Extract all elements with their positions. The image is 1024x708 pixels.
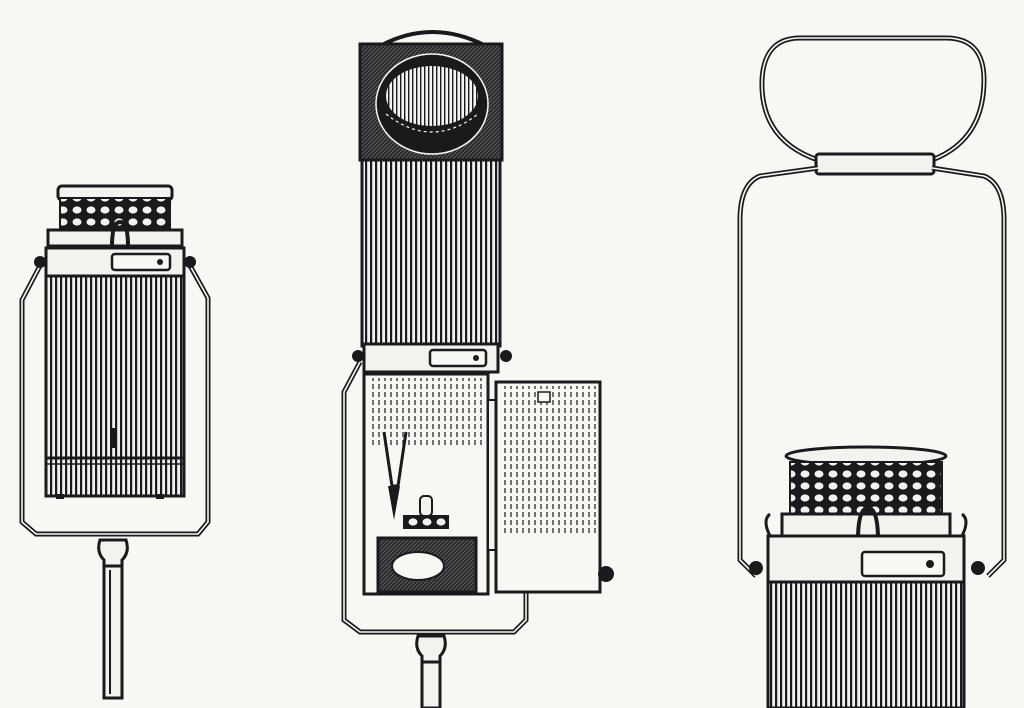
lantern-open-latch bbox=[428, 348, 488, 368]
lantern-open-upper-body bbox=[360, 158, 502, 348]
lantern-top-grip bbox=[814, 152, 936, 176]
lantern-closed-latch bbox=[110, 252, 172, 272]
lantern-open-door bbox=[341, 30, 614, 708]
lantern-top-loop bbox=[759, 35, 987, 163]
lantern-top-body bbox=[766, 580, 966, 708]
lantern-closed-body bbox=[44, 274, 186, 498]
lantern-closed-handle bbox=[97, 538, 129, 568]
lantern-open-handle bbox=[415, 634, 447, 664]
lantern-closed bbox=[19, 184, 211, 700]
lantern-top-handle bbox=[737, 35, 1007, 708]
lantern-top-latch bbox=[860, 550, 946, 578]
